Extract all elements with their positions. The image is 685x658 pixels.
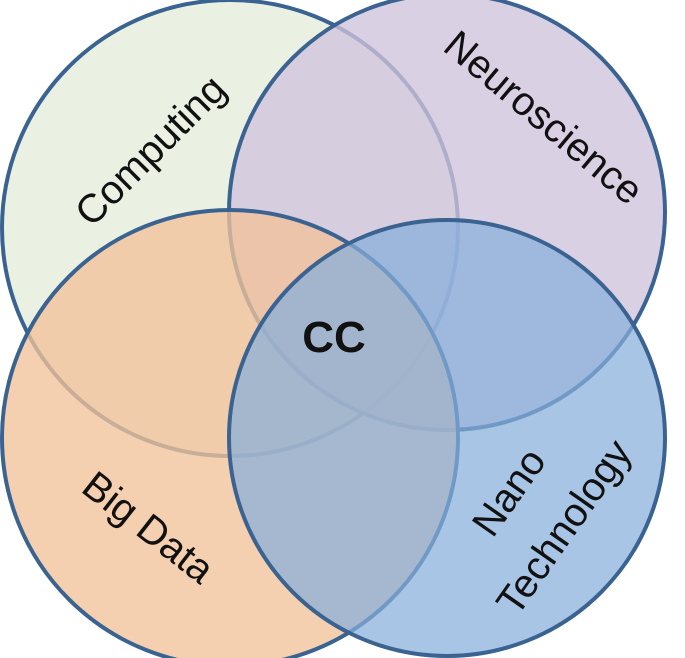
nano-technology-circle [227,218,667,658]
center-label: CC [302,313,366,362]
